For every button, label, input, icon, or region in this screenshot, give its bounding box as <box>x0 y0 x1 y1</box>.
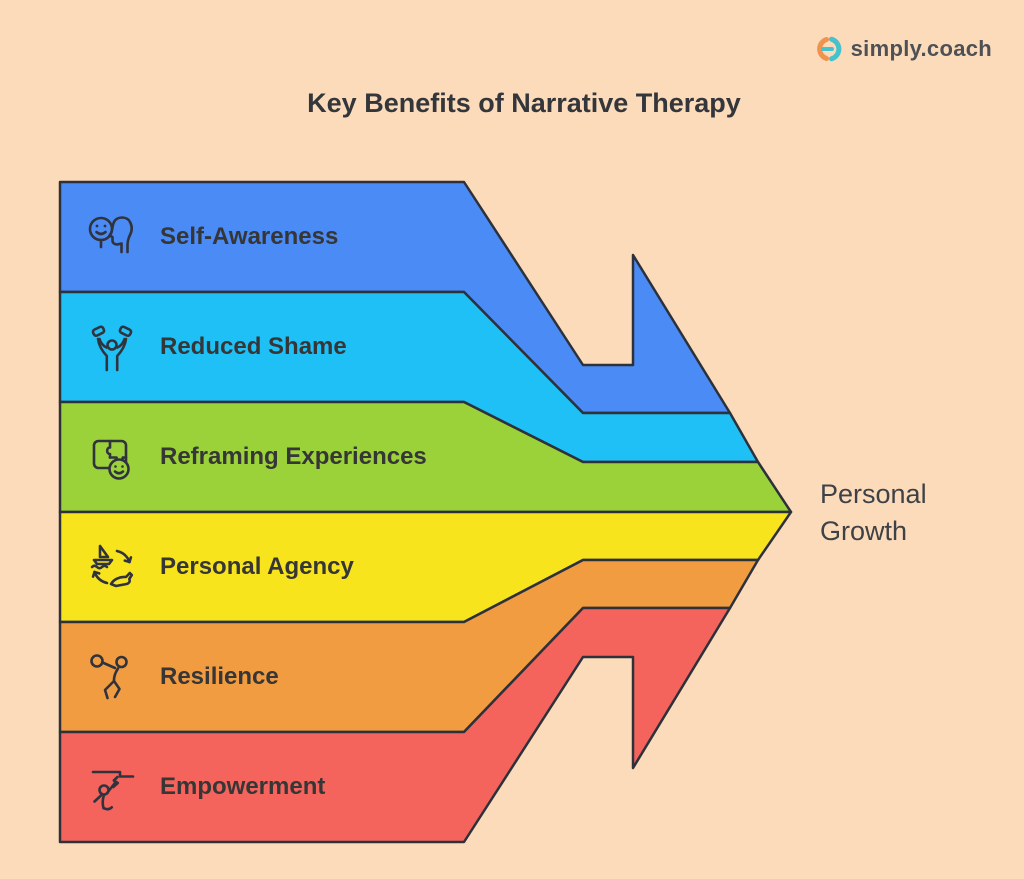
result-label-line1: Personal <box>820 479 927 509</box>
weightlifter-icon <box>84 319 140 375</box>
band-label-reframing-experiences: Reframing Experiences <box>160 443 427 470</box>
mind-smiley-icon <box>84 209 140 265</box>
band-label-reduced-shame: Reduced Shame <box>160 333 347 360</box>
infographic-title: Key Benefits of Narrative Therapy <box>307 88 741 118</box>
simply-coach-logo-icon <box>816 36 841 62</box>
puzzle-smiley-icon <box>84 429 140 485</box>
band-label-empowerment: Empowerment <box>160 773 326 800</box>
simply-coach-logo: simply.coach <box>816 36 992 62</box>
boat-plane-cycle-icon <box>84 539 140 595</box>
band-label-resilience: Resilience <box>160 663 279 690</box>
result-label: Personal Growth <box>820 476 927 550</box>
band-label-personal-agency: Personal Agency <box>160 553 354 580</box>
exercise-figure-icon <box>84 649 140 705</box>
breakthrough-figure-icon <box>84 759 140 815</box>
band-shape-empowerment <box>58 606 732 844</box>
logo-text: simply.coach <box>850 36 992 61</box>
result-label-line2: Growth <box>820 516 908 546</box>
band-label-self-awareness: Self-Awareness <box>160 223 339 250</box>
